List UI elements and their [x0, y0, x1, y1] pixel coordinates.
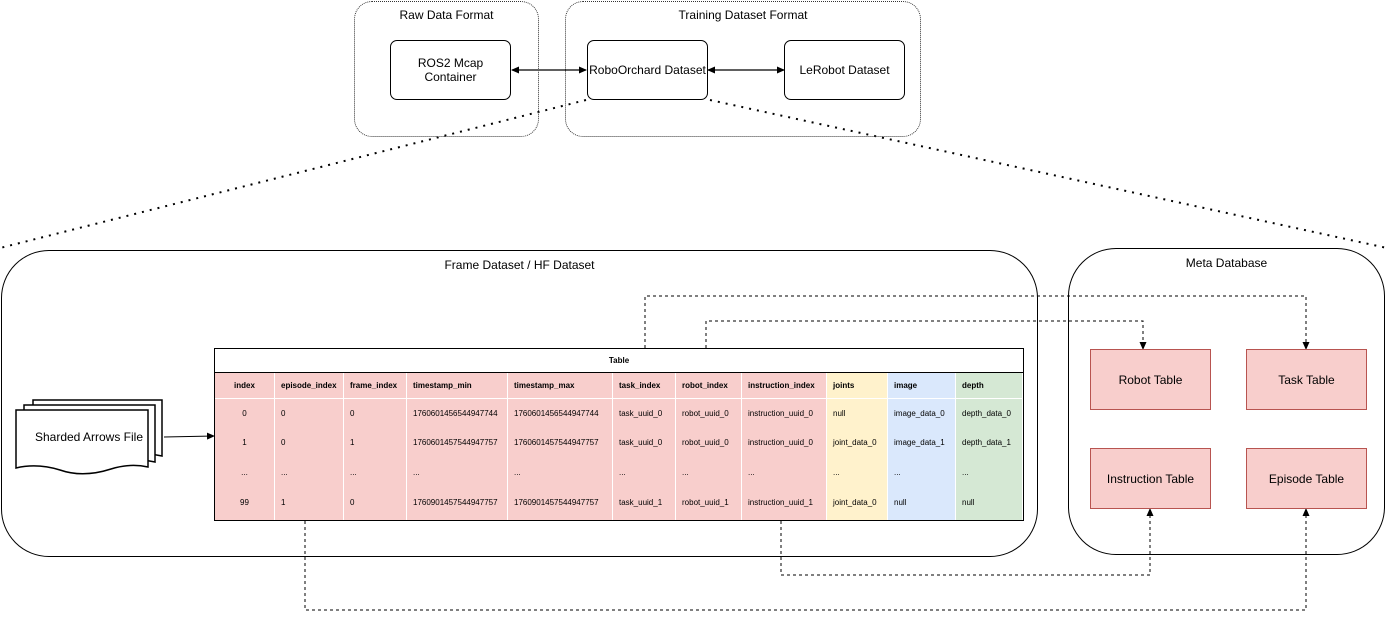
group-title-training: Training Dataset Format [678, 8, 808, 22]
table-header-cell: image [888, 373, 955, 399]
table-column-image: image image_data_0 image_data_1... null [888, 373, 956, 520]
table-cell: ... [241, 467, 248, 477]
table-cell: 0 [350, 497, 355, 507]
link-episode-index-to-episode-table [304, 508, 1310, 611]
table-cell: instruction_uuid_0 [748, 438, 813, 447]
table-cell: 0 [350, 409, 355, 418]
link-robot-index-to-robot-table [705, 320, 1147, 372]
training-dataset-format-group: Training Dataset Format [565, 1, 921, 137]
frame-dataset-group: Frame Dataset / HF Dataset [1, 250, 1038, 557]
table-cell: 1760601456544947744 [413, 409, 498, 418]
table-title: Table [215, 349, 1023, 373]
table-header-cell: instruction_index [742, 373, 826, 399]
zoom-line-right [709, 99, 1387, 249]
table-cell: ... [962, 467, 969, 477]
arrow-sharded-to-table [163, 432, 215, 440]
table-column-task-index: task_index task_uuid_0 task_uuid_0... task_… [613, 373, 676, 520]
roboorchard-dataset-node[interactable]: RoboOrchard Dataset [587, 40, 708, 100]
table-cell: 1760601457544947757 [514, 438, 599, 447]
table-cell: ... [748, 467, 755, 477]
meta-database-group: Meta Database [1068, 248, 1385, 555]
table-cell: robot_uuid_1 [682, 497, 729, 507]
table-cell: joint_data_0 [833, 497, 877, 507]
table-cell: null [894, 497, 907, 507]
table-cell: robot_uuid_0 [682, 409, 729, 418]
group-title-raw: Raw Data Format [399, 8, 494, 22]
table-column-robot-index: robot_index robot_uuid_0 robot_uuid_0... ro… [676, 373, 742, 520]
table-column-frame-index: frame_index 0 1... 0 [344, 373, 407, 520]
sharded-arrows-file-label: Sharded Arrows File [34, 430, 144, 444]
table-cell: ... [350, 467, 357, 477]
table-cell: 0 [281, 409, 286, 418]
table-cell: ... [894, 467, 901, 477]
table-cell: depth_data_0 [962, 409, 1011, 418]
table-header-cell: timestamp_max [508, 373, 612, 399]
table-header-cell: joints [827, 373, 887, 399]
table-cell: instruction_uuid_0 [748, 409, 813, 418]
lerobot-dataset-node[interactable]: LeRobot Dataset [784, 40, 905, 100]
table-cell: depth_data_1 [962, 438, 1011, 447]
table-cell: robot_uuid_0 [682, 438, 729, 447]
table-cell: 1 [350, 438, 355, 447]
table-cell: 1760601457544947757 [413, 438, 498, 447]
table-cell: ... [619, 467, 626, 477]
table-cell: image_data_1 [894, 438, 945, 447]
table-column-timestamp-max: timestamp_max 1760601456544947744 17606014… [508, 373, 613, 520]
table-header-cell: depth [956, 373, 1022, 399]
table-cell: 1 [242, 438, 247, 447]
table-cell: 0 [281, 438, 286, 447]
table-cell: ... [514, 467, 521, 477]
table-cell: 1 [281, 497, 286, 507]
table-cell: ... [682, 467, 689, 477]
table-header-cell: robot_index [676, 373, 741, 399]
link-task-index-to-task-table [644, 295, 1310, 372]
table-cell: 0 [242, 409, 247, 418]
table-header-cell: timestamp_min [407, 373, 507, 399]
table-cell: ... [833, 467, 840, 477]
table-column-index: index 0 1... 99 [215, 373, 275, 520]
table-header-cell: frame_index [344, 373, 406, 399]
sharded-arrows-file-icon[interactable] [14, 398, 166, 476]
table-cell: 1760901457544947757 [514, 497, 599, 507]
table-header-cell: episode_index [275, 373, 343, 399]
table-column-depth: depth depth_data_0 depth_data_1... null [956, 373, 1023, 520]
robot-table-node[interactable]: Robot Table [1090, 349, 1211, 410]
instruction-table-node[interactable]: Instruction Table [1090, 448, 1211, 509]
table-cell: task_uuid_0 [619, 409, 663, 418]
table-header-cell: task_index [613, 373, 675, 399]
table-cell: 99 [240, 497, 249, 507]
table-cell: joint_data_0 [833, 438, 877, 447]
table-column-episode-index: episode_index 0 0... 1 [275, 373, 344, 520]
group-title-meta: Meta Database [1185, 256, 1268, 270]
table-cell: task_uuid_1 [619, 497, 663, 507]
table-cell: 1760601456544947744 [514, 409, 599, 418]
table-cell: ... [413, 467, 420, 477]
table-header-cell: index [215, 373, 274, 399]
table-column-timestamp-min: timestamp_min 1760601456544947744 17606014… [407, 373, 508, 520]
raw-data-format-group: Raw Data Format [354, 1, 539, 137]
table-cell: task_uuid_0 [619, 438, 663, 447]
table-cell: null [962, 497, 975, 507]
episode-table-node[interactable]: Episode Table [1246, 448, 1367, 509]
task-table-node[interactable]: Task Table [1246, 349, 1367, 410]
group-title-frame: Frame Dataset / HF Dataset [444, 258, 595, 272]
table-cell: null [833, 409, 846, 418]
table-cell: ... [281, 467, 288, 477]
ros2-mcap-container-node[interactable]: ROS2 Mcap Container [390, 40, 511, 100]
link-instruction-index-to-instruction-table [780, 508, 1154, 576]
table-cell: image_data_0 [894, 409, 945, 418]
table-cell: 1760901457544947757 [413, 497, 498, 507]
table-cell: instruction_uuid_1 [748, 497, 813, 507]
table-column-joints: joints null joint_data_0... joint_data_0 [827, 373, 888, 520]
